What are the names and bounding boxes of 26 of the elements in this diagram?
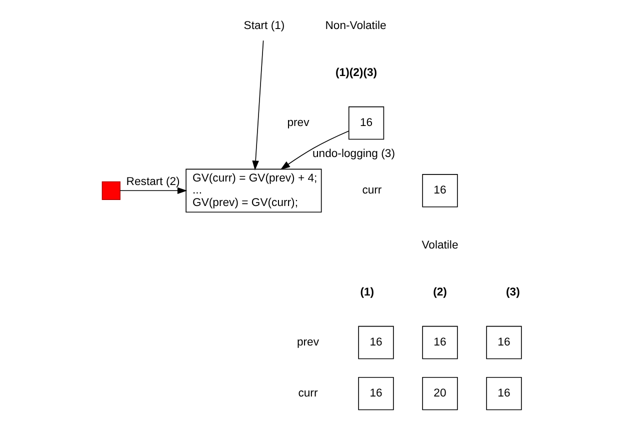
label: (1): [360, 286, 374, 298]
edge-label: undo-logging (3): [312, 148, 395, 160]
node-box: 20: [422, 376, 458, 410]
node-box: 16: [422, 174, 458, 208]
arrow: [120, 187, 188, 194]
label: (3): [506, 286, 520, 298]
node-text: Start (1): [244, 20, 285, 32]
arrow: [280, 130, 350, 170]
node-box: 16: [358, 326, 394, 360]
node-box: 16: [486, 376, 522, 410]
node-cross: [102, 181, 120, 200]
label: prev: [296, 336, 319, 349]
node-box: 16: [348, 106, 384, 140]
node-box: 16: [422, 326, 458, 360]
edge-label: Restart (2): [126, 176, 180, 188]
label: Non-Volatile: [325, 20, 386, 32]
node-box: 16: [486, 326, 522, 360]
node-box: GV(curr) = GV(prev) + 4; ... GV(prev) = GV(curr);: [186, 168, 322, 213]
node-box: 16: [358, 376, 394, 410]
label: curr: [298, 388, 318, 400]
label: (1)(2)(3): [336, 66, 378, 79]
label: curr: [362, 184, 382, 197]
label: (2): [433, 286, 447, 298]
label: Volatile: [422, 239, 458, 252]
arrow: [252, 40, 264, 170]
label: prev: [287, 117, 310, 130]
